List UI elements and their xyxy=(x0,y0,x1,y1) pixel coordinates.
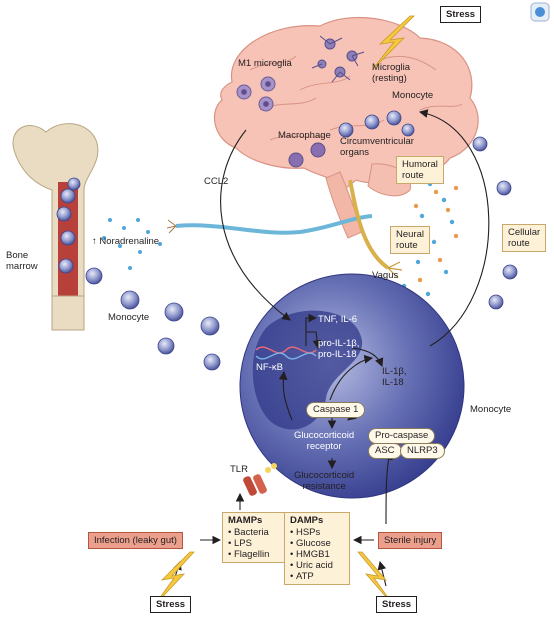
nlrp3-pill: NLRP3 xyxy=(400,443,445,459)
tlr-receptor-icon xyxy=(243,463,277,496)
mamps-item: Flagellin xyxy=(228,549,280,560)
mamps-title: MAMPs xyxy=(228,515,263,526)
noradrenaline-label: ↑ Noradrenaline xyxy=(92,236,160,247)
macrophage-icon xyxy=(288,142,326,168)
damps-item: Uric acid xyxy=(290,560,344,571)
monocyte-right-label: Monocyte xyxy=(470,404,512,415)
vagus-label: Vagus xyxy=(372,270,399,281)
microglia-resting-label: Microglia(resting) xyxy=(372,62,411,84)
corner-badge-icon[interactable] xyxy=(530,2,550,22)
microglia-icon xyxy=(311,35,365,83)
stress-box-bottom-right: Stress xyxy=(376,596,418,613)
m1-microglia-icon xyxy=(236,76,276,112)
ccl2-label: CCL2 xyxy=(204,176,229,187)
infection-box: Infection (leaky gut) xyxy=(88,532,183,549)
mamps-item: Bacteria xyxy=(228,527,280,538)
pro-il-label: pro-IL-1β,pro-IL-18 xyxy=(318,338,360,360)
sterile-injury-box: Sterile injury xyxy=(378,532,443,549)
damps-item: Glucose xyxy=(290,538,344,549)
damps-item: HMGB1 xyxy=(290,549,344,560)
stress-box-bottom-left: Stress xyxy=(150,596,192,613)
dna-icon xyxy=(255,346,317,360)
caspase1-pill: Caspase 1 xyxy=(306,402,366,418)
noradrenaline-dots xyxy=(102,218,162,270)
circulating-monocytes xyxy=(85,136,518,371)
monocyte-left-label: Monocyte xyxy=(108,312,150,323)
stress-box-top: Stress xyxy=(440,6,482,23)
m1-microglia-label: M1 microglia xyxy=(238,58,292,69)
damps-box: DAMPs HSPs Glucose HMGB1 Uric acid ATP xyxy=(284,512,350,585)
damps-item: ATP xyxy=(290,571,344,582)
mamps-box: MAMPs Bacteria LPS Flagellin xyxy=(222,512,286,563)
damps-item: HSPs xyxy=(290,527,344,538)
macrophage-label: Macrophage xyxy=(278,130,331,141)
tnf-il6-label: TNF, IL-6 xyxy=(318,314,358,325)
mamps-item: LPS xyxy=(228,538,280,549)
procaspase-pill: Pro-caspase xyxy=(368,428,436,444)
nf-kb-label: NF-κB xyxy=(256,362,283,373)
bone-icon xyxy=(12,123,99,331)
monocyte-brain-label: Monocyte xyxy=(392,90,434,101)
asc-pill: ASC xyxy=(368,443,402,459)
monocyte-icon xyxy=(338,110,415,138)
tlr-label: TLR xyxy=(230,464,248,475)
lightning-icon xyxy=(153,15,415,607)
il-secreted-label: IL-1β,IL-18 xyxy=(382,366,407,388)
damps-title: DAMPs xyxy=(290,515,324,526)
